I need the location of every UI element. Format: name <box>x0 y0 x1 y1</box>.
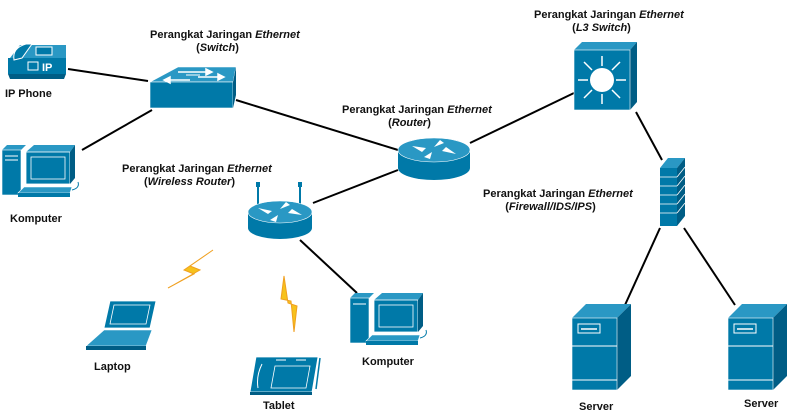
paren: ( <box>144 176 148 188</box>
router-label: Perangkat Jaringan Ethernet (Router) <box>342 104 492 130</box>
paren: ) <box>427 117 431 129</box>
wireless-link-tablet <box>280 275 298 333</box>
tablet-label: Tablet <box>263 400 295 412</box>
tablet-icon <box>249 356 321 395</box>
firewall-icon <box>660 158 686 226</box>
link-computer-switch <box>81 109 153 151</box>
computer-icon <box>349 293 427 345</box>
label-emphasis: Ethernet <box>227 163 272 175</box>
link-l3switch-firewall <box>635 111 663 161</box>
label-emphasis: Ethernet <box>588 188 633 200</box>
computer-bottom-label: Komputer <box>362 356 414 368</box>
label-text: Perangkat Jaringan <box>122 163 228 175</box>
paren: ) <box>627 22 631 34</box>
switch-icon <box>149 66 237 109</box>
link-firewall-server1 <box>624 227 661 306</box>
link-router-wirelessrouter <box>312 169 399 204</box>
paren: ( <box>572 22 576 34</box>
link-firewall-server2 <box>683 227 736 306</box>
label-text: Perangkat Jaringan <box>342 104 448 116</box>
link-router-l3switch <box>469 92 575 144</box>
link-wirelessrouter-computer <box>299 239 358 294</box>
firewall-label: Perangkat Jaringan Ethernet (Firewall/ID… <box>483 188 633 214</box>
ip-phone-icon: IP <box>8 43 66 79</box>
paren: ) <box>592 201 596 213</box>
lightning-icon <box>280 275 298 333</box>
paren: ) <box>235 42 239 54</box>
label-text: Perangkat Jaringan <box>534 9 640 21</box>
l3-switch-label: Perangkat Jaringan Ethernet (L3 Switch) <box>534 9 684 35</box>
computer-icon <box>1 145 79 197</box>
wireless-router-icon <box>247 182 313 239</box>
laptop-label: Laptop <box>94 361 131 373</box>
label-emphasis: Ethernet <box>639 9 684 21</box>
lightning-icon <box>167 249 214 289</box>
label-text: Perangkat Jaringan <box>483 188 589 200</box>
device-type: Firewall/IDS/IPS <box>508 201 593 213</box>
link-ipphone-switch <box>67 68 149 82</box>
svg-text:IP: IP <box>42 62 52 74</box>
paren: ( <box>505 201 509 213</box>
device-type: Wireless Router <box>147 176 232 188</box>
server-icon <box>571 304 631 391</box>
link-switch-router <box>235 99 399 151</box>
laptop-icon <box>85 300 157 350</box>
paren: ( <box>388 117 392 129</box>
router-icon <box>397 137 471 180</box>
server-2-label: Server <box>744 398 779 410</box>
wireless-link-laptop <box>167 249 214 289</box>
server-1-label: Server <box>579 401 614 413</box>
device-type: L3 Switch <box>575 22 628 34</box>
paren: ( <box>196 42 200 54</box>
switch-label: Perangkat Jaringan Ethernet (Switch) <box>150 29 300 55</box>
label-emphasis: Ethernet <box>255 29 300 41</box>
wireless-router-label: Perangkat Jaringan Ethernet (Wireless Ro… <box>122 163 272 189</box>
device-type: Router <box>391 117 428 129</box>
device-type: Switch <box>199 42 236 54</box>
l3-switch-icon <box>573 42 637 111</box>
label-emphasis: Ethernet <box>447 104 492 116</box>
label-text: Perangkat Jaringan <box>150 29 256 41</box>
paren: ) <box>231 176 235 188</box>
ip-phone-label: IP Phone <box>5 88 52 100</box>
links <box>67 68 736 306</box>
server-icon <box>727 304 787 391</box>
computer-left-label: Komputer <box>10 213 62 225</box>
